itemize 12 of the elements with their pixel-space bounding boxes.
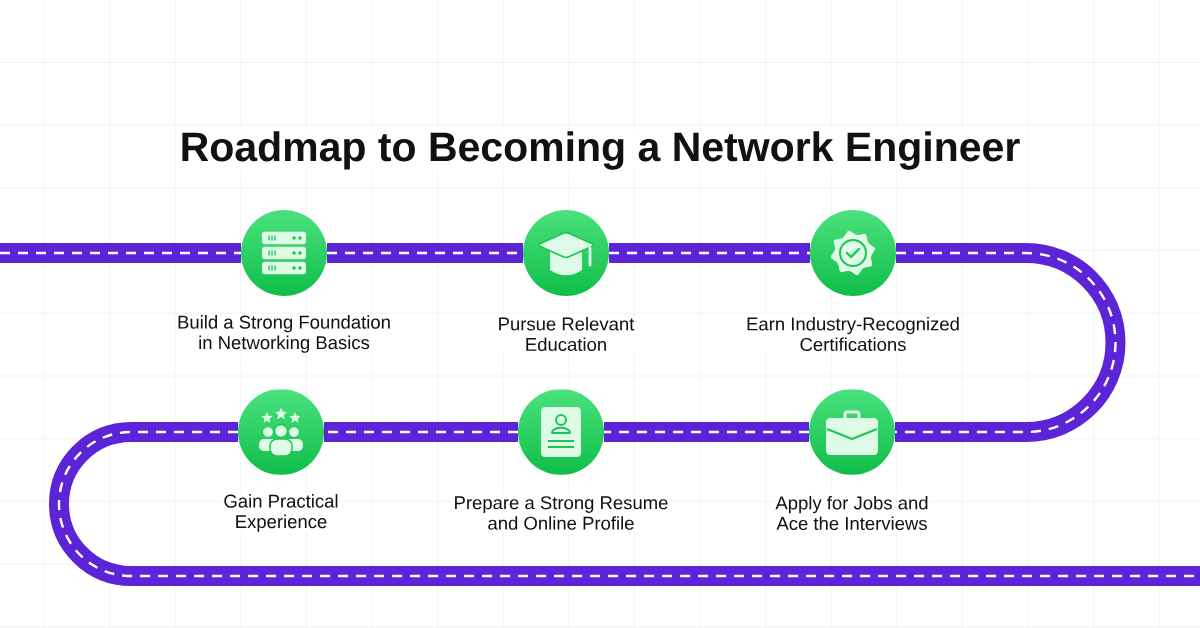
road <box>604 422 809 442</box>
step-caption: Gain Practical Experience <box>222 493 340 533</box>
step-caption: Prepare a Strong Resume and Online Profile <box>452 495 670 531</box>
step-caption: Earn Industry-Recognized Certifications <box>745 315 961 353</box>
road <box>0 243 241 263</box>
road <box>324 422 518 442</box>
step-caption: Build a Strong Foundation in Networking Basics <box>176 314 392 354</box>
step-caption: Pursue Relevant Education <box>496 315 636 353</box>
title: Roadmap to Becoming a Network Engineer <box>178 130 1022 171</box>
step-caption: Apply for Jobs and Ace the Interviews <box>774 494 930 532</box>
road <box>49 422 1200 586</box>
road <box>895 243 1126 442</box>
